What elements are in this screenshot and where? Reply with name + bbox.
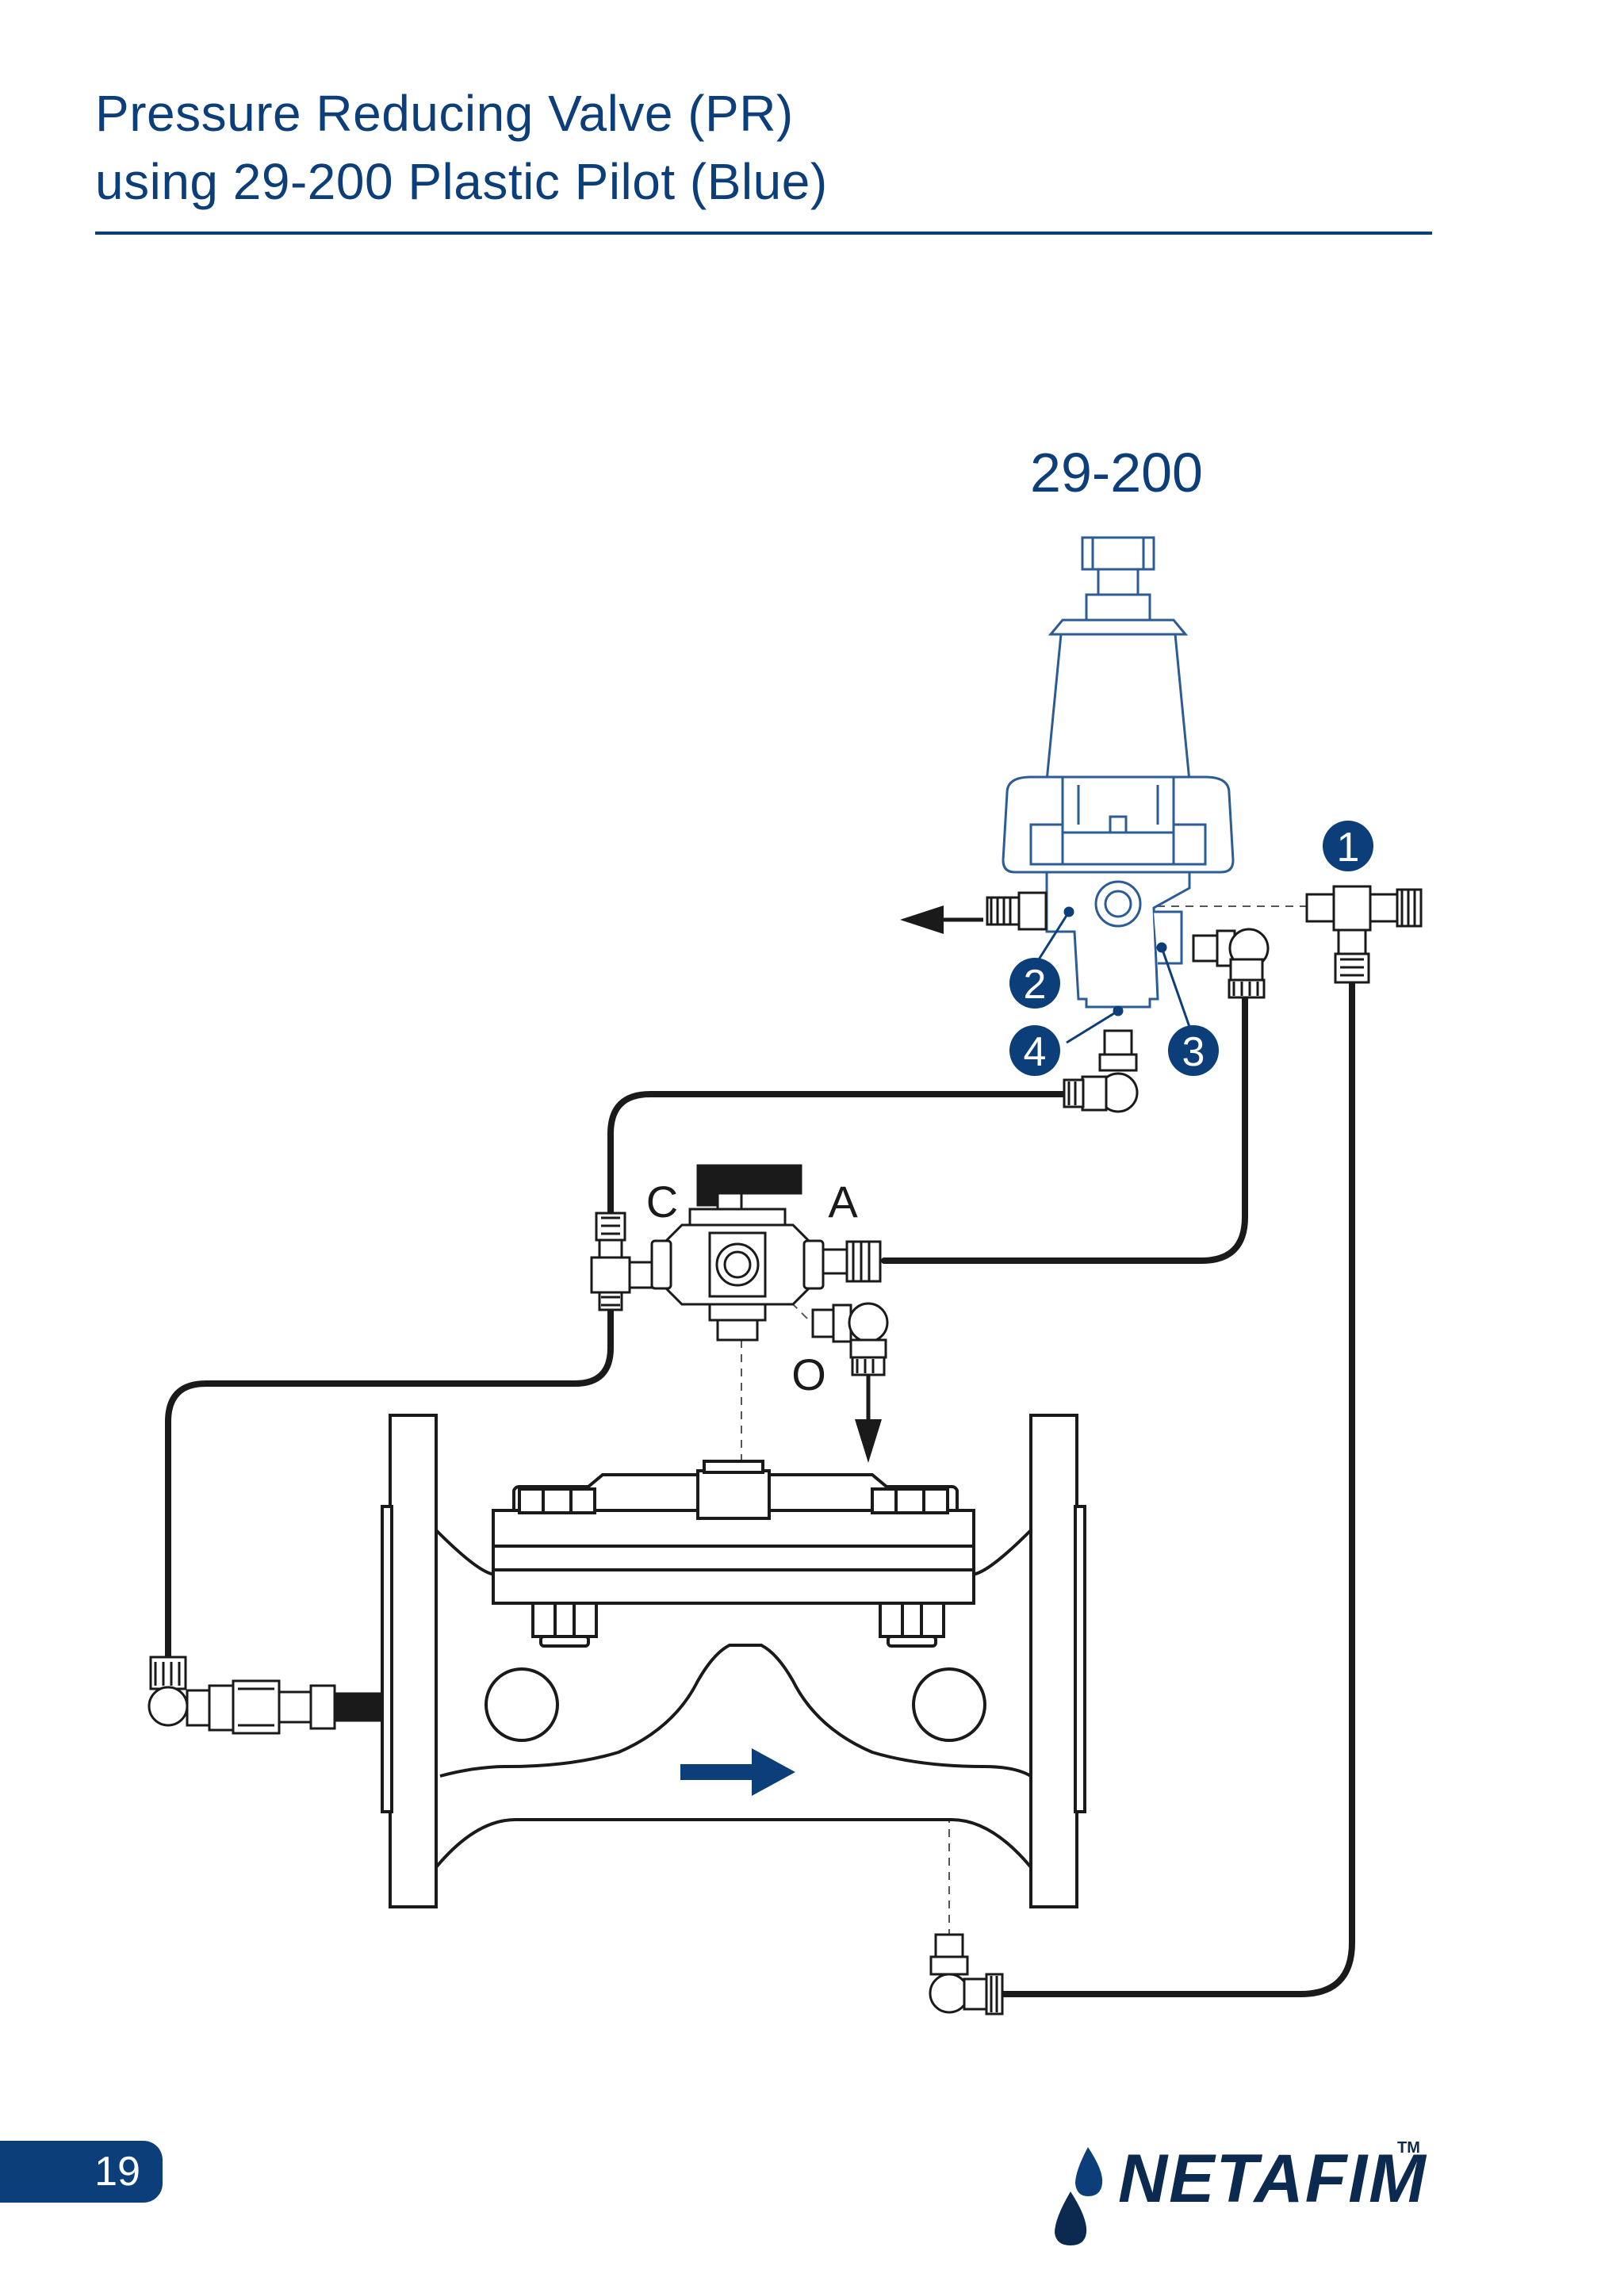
leader-4 [1066, 1009, 1119, 1044]
black-arrows [855, 905, 983, 1463]
pilot-port-4-elbow [1063, 1029, 1139, 1113]
inlet-fitting [147, 1656, 416, 1735]
netafim-logo: NETAFIM TM [1047, 2133, 1443, 2252]
pilot-valve [1002, 536, 1235, 1009]
leader-3 [1160, 947, 1191, 1028]
selector-o-drain-arrow [855, 1376, 882, 1463]
callout-4: 4 [1009, 1025, 1060, 1076]
callout-3: 3 [1168, 1025, 1219, 1076]
selector-port-a-label: A [828, 1177, 858, 1227]
inlet-flange [389, 1414, 438, 1908]
title-rule [95, 232, 1432, 235]
tube-pilot-to-selector-a [881, 992, 1248, 1264]
pilot-body [1045, 871, 1191, 1009]
filter-tee-fitting [1305, 885, 1423, 984]
tubing [165, 980, 1355, 1997]
pilot-model-label: 29-200 [1030, 442, 1203, 503]
page-title: Pressure Reducing Valve (PR) using 29-20… [95, 79, 828, 216]
selector-valve [650, 1164, 882, 1342]
valve-seat-profile [439, 1644, 1032, 1778]
selector-o-elbow [811, 1302, 889, 1376]
water-drop-icon [1055, 2147, 1103, 2245]
cover-center-boss [696, 1469, 771, 1520]
tube-outlet-to-filter [998, 980, 1355, 1997]
main-valve [381, 1414, 1086, 1908]
pilot-port-2-fitting [986, 891, 1048, 931]
callout-4-number: 4 [1024, 1029, 1047, 1075]
callout-3-number: 3 [1182, 1029, 1205, 1075]
selector-c-tee [590, 1212, 653, 1311]
pilot-adjust-nut [1081, 536, 1155, 571]
leader-2 [1037, 911, 1071, 960]
page-number-tab: 19 [0, 2141, 163, 2203]
outlet-fitting [929, 1933, 1004, 2015]
callout-2: 2 [1009, 958, 1060, 1009]
callout-1-number: 1 [1337, 825, 1360, 871]
callout-1: 1 [1323, 821, 1373, 871]
page-number: 19 [94, 2149, 140, 2195]
inlet-port-circle [485, 1667, 559, 1742]
callout-leaders [1037, 906, 1191, 1044]
page-title-line-2: using 29-200 Plastic Pilot (Blue) [95, 153, 828, 210]
selector-handle [696, 1164, 802, 1207]
outlet-port-circle [912, 1667, 986, 1742]
callouts: 1 2 3 4 [1009, 821, 1373, 1076]
flow-direction-arrow [680, 1748, 795, 1796]
pilot-port-3-elbow [1192, 928, 1270, 999]
selector-port-o-label: O [791, 1349, 826, 1399]
brand-trademark: TM [1397, 2139, 1420, 2157]
pilot-spring-housing [1045, 633, 1191, 783]
pilot-outlet-arrow [900, 905, 983, 934]
tube-selector-to-inlet [165, 1305, 614, 1660]
callout-2-number: 2 [1024, 962, 1047, 1008]
page-title-line-1: Pressure Reducing Valve (PR) [95, 85, 794, 142]
selector-port-c-label: C [646, 1177, 678, 1227]
tube-pilot-to-selector-c [607, 1091, 1070, 1216]
fittings [147, 885, 1423, 2015]
outlet-flange [1029, 1414, 1078, 1908]
brand-name: NETAFIM [1118, 2141, 1427, 2217]
